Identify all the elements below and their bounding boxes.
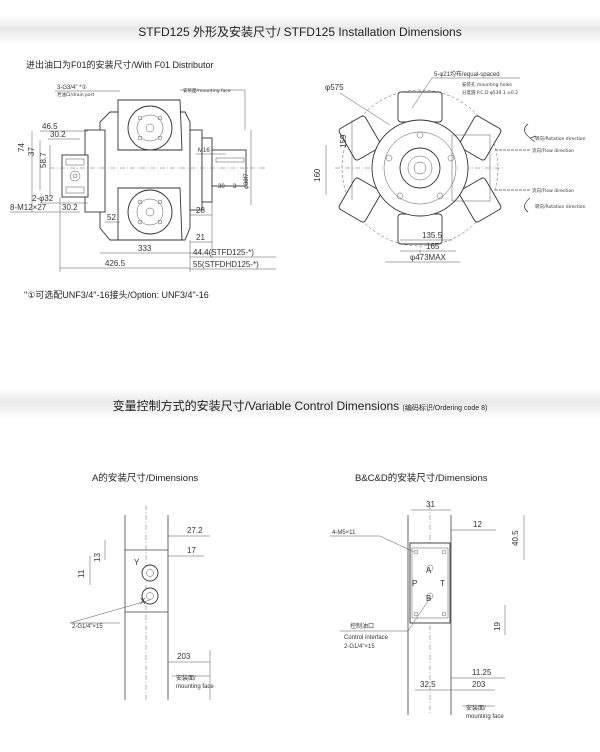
svg-text:17: 17 (187, 546, 196, 555)
svg-text:mounting face: mounting face (466, 714, 504, 720)
svg-text:21: 21 (196, 233, 205, 242)
section1-subtitle: 进出油口为F01的安装尺寸/With F01 Distributor (26, 60, 214, 70)
option-note: "①可选配UNF3/4"-16接头/Option: UNF3/4"-16 (24, 290, 209, 300)
svg-text:58.7: 58.7 (39, 152, 48, 168)
svg-text:203: 203 (472, 680, 486, 689)
section2-title-main: 变量控制方式的安装尺寸/Variable Control Dimensions (112, 399, 400, 413)
svg-text:30.2: 30.2 (50, 130, 66, 139)
section2-title: 变量控制方式的安装尺寸/Variable Control Dimensions … (0, 397, 600, 414)
svg-text:流向/Flow direction: 流向/Flow direction (532, 187, 574, 194)
front-view-drawing: φ575 5-φ21均布/equal-spaced 安装孔 mounting h… (313, 70, 586, 263)
svg-text:52: 52 (107, 213, 116, 222)
svg-text:28: 28 (196, 206, 205, 215)
svg-text:转向/Rotation direction: 转向/Rotation direction (535, 203, 586, 210)
svg-text:203: 203 (177, 652, 191, 661)
svg-text:46.5: 46.5 (42, 122, 58, 131)
svg-text:4-M5×11: 4-M5×11 (332, 530, 356, 536)
svg-text:Control interface: Control interface (344, 635, 389, 641)
svg-text:安装孔 mounting holes: 安装孔 mounting holes (462, 81, 513, 88)
svg-text:安装面/: 安装面/ (176, 674, 196, 682)
caption-bcd: B&C&D的安装尺寸/Dimensions (355, 473, 488, 484)
svg-text:P: P (412, 579, 417, 588)
side-view-dimensions: 3-G3/4" *① 泄油口/drain port 安装面/mounting f… (10, 84, 276, 272)
svg-text:5-φ21均布/equal-spaced: 5-φ21均布/equal-spaced (434, 70, 500, 78)
svg-text:2-φ32: 2-φ32 (32, 194, 54, 203)
svg-text:37: 37 (27, 147, 36, 156)
motor-body-front (335, 89, 505, 258)
svg-text:M16: M16 (198, 148, 210, 154)
side-view-drawing: 3-G3/4" *① 泄油口/drain port 安装面/mounting f… (10, 84, 276, 272)
section1-title: STFD125 外形及安装尺寸/ STFD125 Installation Di… (138, 25, 462, 39)
motor-body-side (50, 99, 265, 241)
svg-text:31: 31 (426, 500, 435, 509)
section1-header-band (0, 15, 600, 45)
svg-text:11.25: 11.25 (472, 668, 492, 677)
svg-text:分度圆 P.C.D φ539.1 ±0.2: 分度圆 P.C.D φ539.1 ±0.2 (462, 89, 518, 96)
svg-text:30.2: 30.2 (62, 203, 78, 212)
bcd-view-dimensions: 31 12 40.5 4-M5×11 19 控制油口 Control inter… (330, 500, 525, 720)
svg-text:流向/Flow direction: 流向/Flow direction (532, 147, 574, 154)
svg-text:8-M12×27: 8-M12×27 (10, 203, 47, 212)
svg-text:333: 333 (138, 244, 152, 253)
svg-text:A: A (426, 566, 432, 575)
svg-text:3: 3 (233, 184, 237, 190)
svg-text:控制油口: 控制油口 (350, 622, 374, 630)
section2-header-band (0, 389, 600, 419)
svg-text:安装面/mounting face: 安装面/mounting face (183, 87, 231, 94)
svg-text:12: 12 (473, 520, 482, 529)
svg-text:安装面/: 安装面/ (466, 704, 486, 712)
svg-text:160: 160 (313, 168, 322, 182)
svg-text:55(STFDHD125-*): 55(STFDHD125-*) (193, 260, 259, 269)
svg-text:B: B (426, 594, 431, 603)
a-view-body: Y X (124, 505, 169, 700)
svg-text:φ38f7: φ38f7 (244, 173, 250, 189)
svg-text:159: 159 (339, 134, 348, 148)
svg-text:74: 74 (17, 143, 26, 152)
svg-text:13: 13 (93, 553, 102, 562)
svg-text:11: 11 (77, 569, 86, 578)
svg-text:27.2: 27.2 (187, 526, 203, 535)
svg-text:Y: Y (134, 558, 140, 567)
svg-text:2-G1/4"×15: 2-G1/4"×15 (344, 644, 375, 650)
caption-a: A的安装尺寸/Dimensions (92, 473, 199, 484)
section2-title-small: (编码标识/Ordering code 8) (402, 405, 488, 412)
bcd-view-body: A B P T (407, 505, 452, 715)
svg-text:3-G3/4" *①: 3-G3/4" *① (57, 84, 87, 91)
front-view-dimensions: φ575 5-φ21均布/equal-spaced 安装孔 mounting h… (313, 70, 586, 263)
svg-text:泄油口/drain port: 泄油口/drain port (57, 91, 94, 98)
svg-text:mounting face: mounting face (176, 684, 214, 690)
svg-text:X: X (140, 597, 146, 606)
svg-text:426.5: 426.5 (105, 259, 126, 268)
svg-text:T: T (440, 579, 445, 588)
svg-text:135.5: 135.5 (422, 231, 443, 240)
svg-text:40.5: 40.5 (511, 530, 520, 546)
svg-text:φ473MAX: φ473MAX (410, 253, 447, 262)
a-view-dimensions: 27.2 17 11 13 2-G1/4"×15 203 安装面/ mounti… (69, 526, 214, 700)
svg-text:19: 19 (493, 622, 502, 631)
svg-text:32.5: 32.5 (420, 680, 436, 689)
svg-text:165: 165 (426, 242, 440, 251)
svg-text:30: 30 (218, 184, 225, 190)
svg-text:φ575: φ575 (325, 83, 344, 92)
svg-text:44.4(STFD125-*): 44.4(STFD125-*) (193, 248, 254, 257)
svg-text:转向/Rotation direction: 转向/Rotation direction (535, 135, 586, 142)
svg-text:2-G1/4"×15: 2-G1/4"×15 (72, 624, 103, 630)
